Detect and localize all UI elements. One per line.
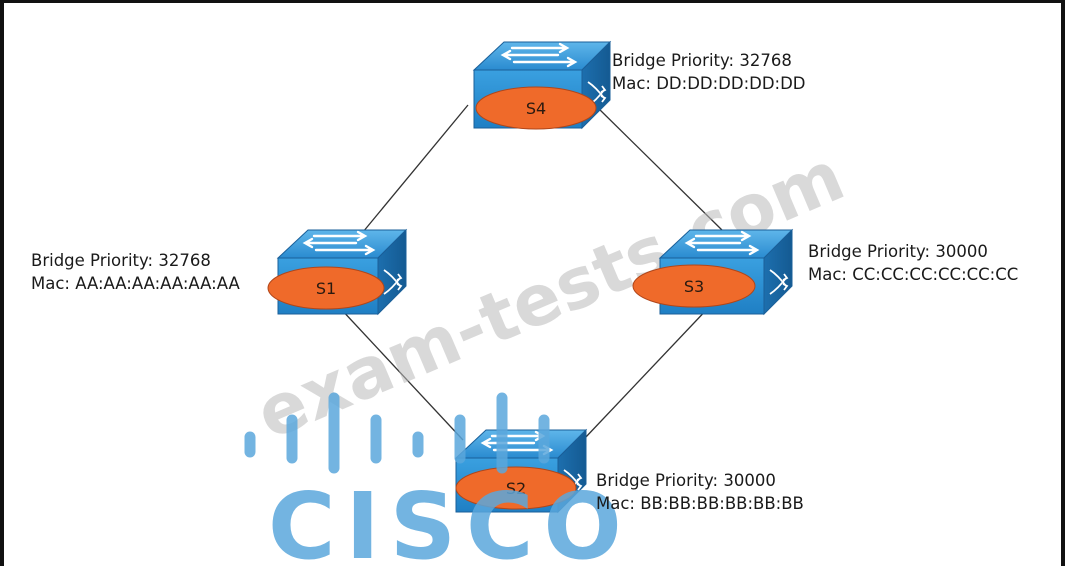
crossover-icon [383,269,403,295]
cisco-bars-icon [244,392,550,474]
cisco-logo: CISCO [244,392,632,566]
switch-label-oval [267,266,385,310]
crossover-icon [769,269,789,295]
label-s1: Bridge Priority: 32768 Mac: AA:AA:AA:AA:… [31,249,240,295]
link-s4-s1 [357,104,469,239]
switch-s3[interactable]: S3 [632,228,794,316]
mac-s2: Mac: BB:BB:BB:BB:BB:BB [596,494,804,513]
switch-name: S2 [506,479,526,498]
switch-s4[interactable]: S4 [472,40,612,130]
switch-label-oval [475,86,597,130]
switch-label-oval [632,264,756,308]
link-s3-s2 [584,304,712,439]
arrows-icon [302,230,376,256]
switch-name: S4 [526,99,546,118]
label-s4: Bridge Priority: 32768 Mac: DD:DD:DD:DD:… [612,49,806,95]
switch-s2[interactable]: S2 [454,428,588,514]
cisco-wordmark: CISCO [268,473,632,566]
switch-name: S3 [684,277,704,296]
link-s4-s3 [594,104,725,233]
mac-s1: Mac: AA:AA:AA:AA:AA:AA [31,274,240,293]
label-s3: Bridge Priority: 30000 Mac: CC:CC:CC:CC:… [808,240,1018,286]
switch-name: S1 [316,279,336,298]
switch-label-oval [455,466,577,510]
switch-s1[interactable]: S1 [267,228,408,316]
bridge-priority-s2: Bridge Priority: 30000 [596,471,776,490]
arrows-icon [500,42,578,68]
mac-s4: Mac: DD:DD:DD:DD:DD [612,74,806,93]
mac-s3: Mac: CC:CC:CC:CC:CC:CC [808,265,1019,284]
bridge-priority-s3: Bridge Priority: 30000 [808,242,988,261]
link-s1-s2 [339,307,464,441]
bridge-priority-s4: Bridge Priority: 32768 [612,51,792,70]
label-s2: Bridge Priority: 30000 Mac: BB:BB:BB:BB:… [596,469,804,515]
links-layer [339,104,725,441]
arrows-icon [684,230,760,256]
bridge-priority-s1: Bridge Priority: 32768 [31,251,211,270]
